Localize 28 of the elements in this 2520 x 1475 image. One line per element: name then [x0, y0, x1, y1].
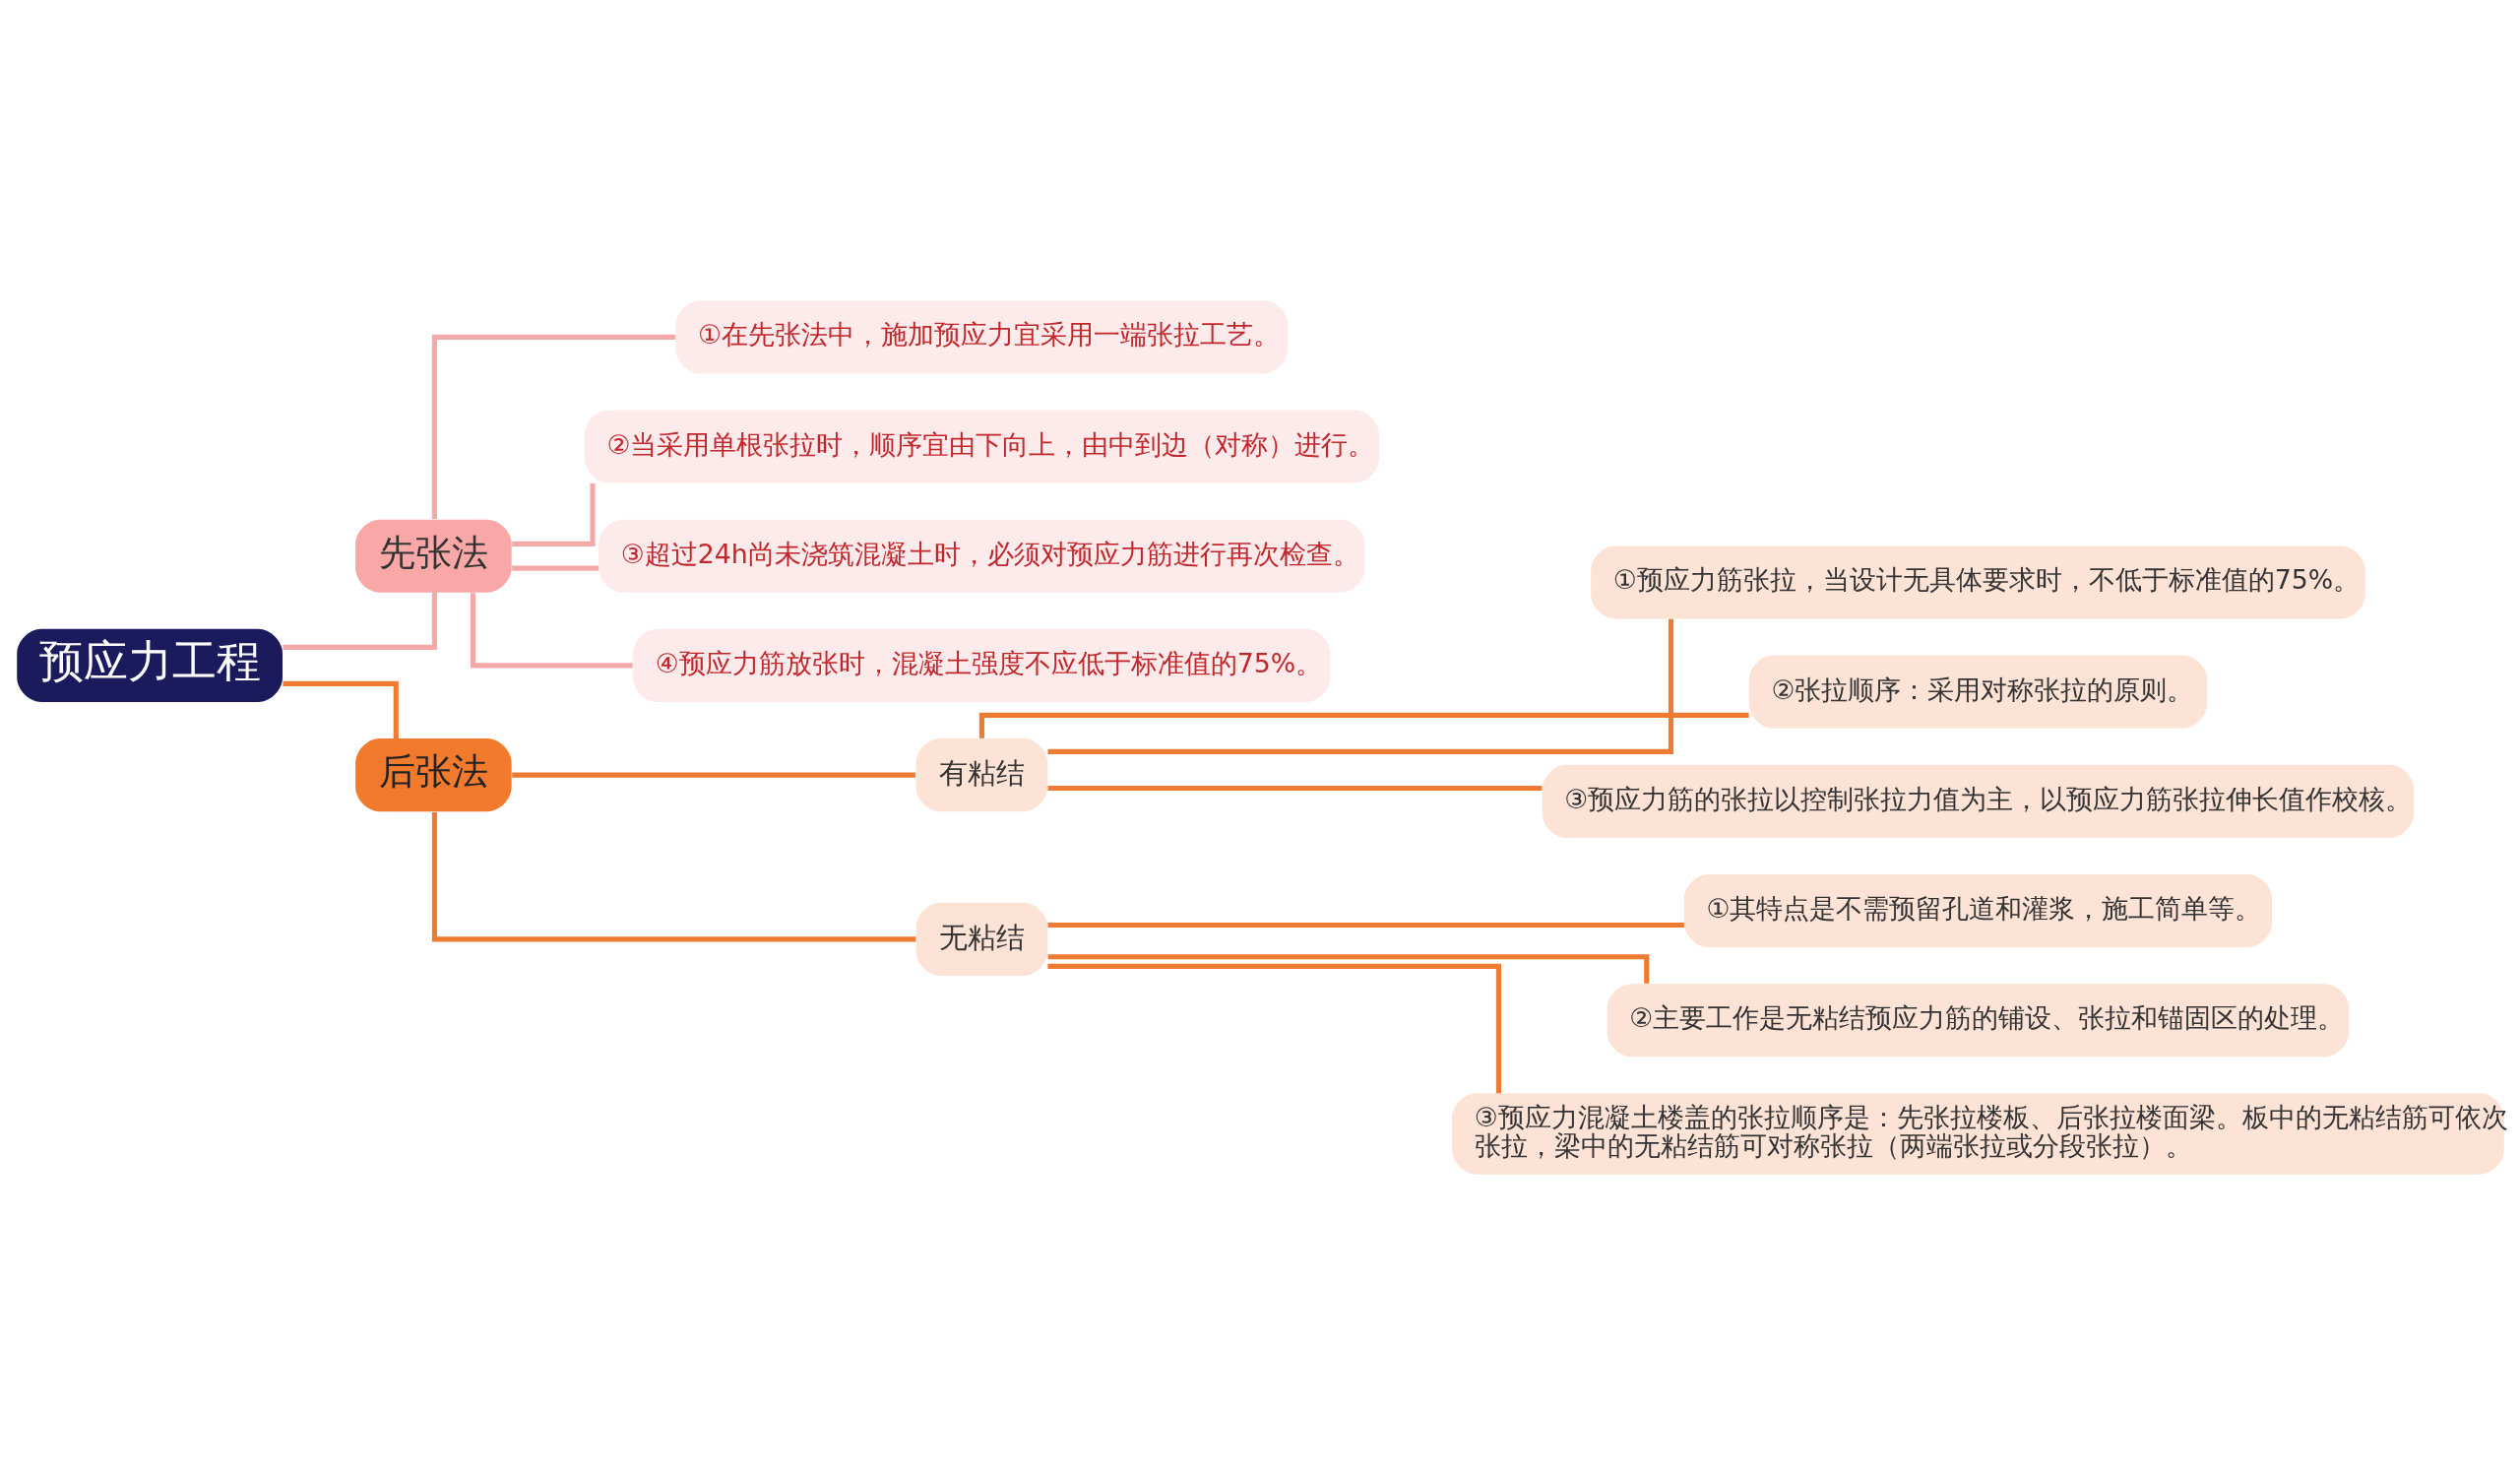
node-box: ②当采用单根张拉时，顺序宜由下向上，由中到边（对称）进行。 — [584, 410, 1379, 483]
connector — [1047, 922, 1684, 929]
connector — [470, 593, 633, 669]
connector — [511, 565, 598, 571]
node-box: ②主要工作是无粘结预应力筋的铺设、张拉和锚固区的处理。 — [1606, 984, 2349, 1058]
connector — [511, 772, 915, 778]
connector — [431, 811, 915, 942]
node-box: 先张法 — [354, 519, 512, 593]
node-box: ①预应力筋张拉，当设计无具体要求时，不低于标准值的75%。 — [1590, 545, 2365, 619]
connector — [511, 482, 596, 546]
node-box: 有粘结 — [914, 738, 1047, 812]
connector — [1047, 785, 1542, 792]
node-box: 无粘结 — [914, 902, 1047, 976]
node-box: 预应力工程 — [16, 628, 283, 702]
connector — [1047, 618, 1673, 754]
connector — [431, 334, 675, 519]
node-box: ①其特点是不需预留孔道和灌浆，施工简单等。 — [1683, 874, 2272, 948]
connector — [978, 712, 1749, 738]
node-box: ①在先张法中，施加预应力宜采用一端张拉工艺。 — [674, 300, 1288, 374]
connector — [1046, 963, 1501, 1094]
node-box: ②张拉顺序：采用对称张拉的原则。 — [1748, 655, 2207, 729]
node-box: 后张法 — [354, 738, 512, 812]
connector — [282, 680, 399, 738]
node-box: ④预应力筋放张时，混凝土强度不应低于标准值的75%。 — [632, 628, 1331, 702]
connector — [282, 592, 437, 650]
node-box: ③超过24h尚未浇筑混凝土时，必须对预应力筋进行再次检查。 — [598, 519, 1365, 593]
node-box: ③预应力筋的张拉以控制张拉力值为主，以预应力筋张拉伸长值作校核。 — [1542, 764, 2414, 838]
connector — [1047, 954, 1649, 984]
